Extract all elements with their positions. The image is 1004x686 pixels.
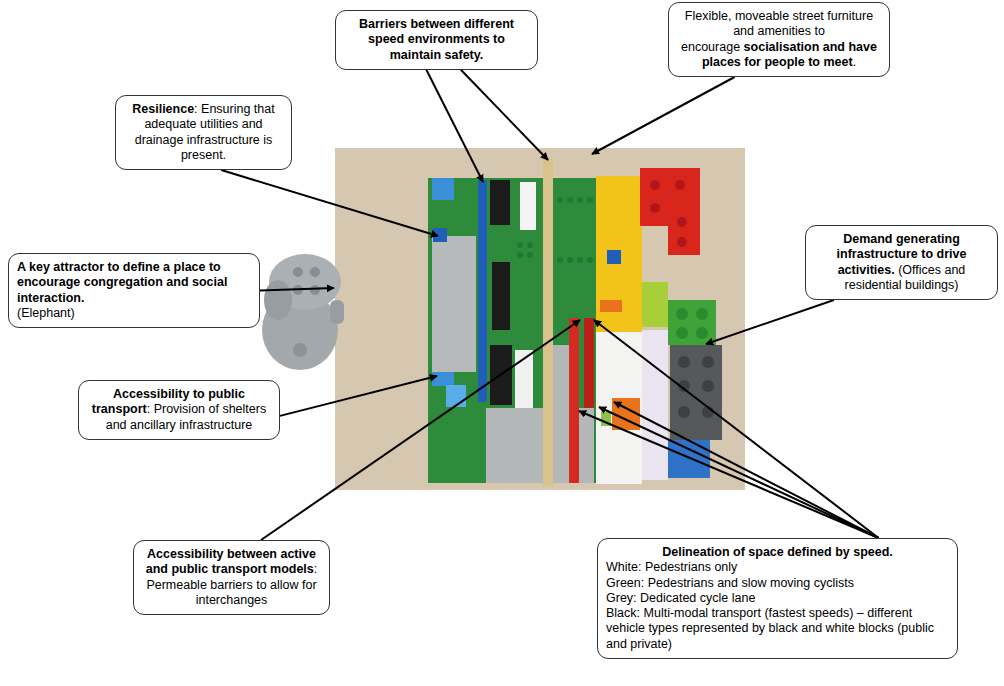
office-building: [670, 345, 722, 440]
blue-shelter: [432, 372, 454, 386]
orange-block: [600, 300, 622, 312]
red-barrier: [569, 318, 579, 483]
callout-heading: Delineation of space defined by speed.: [606, 545, 949, 560]
white-vehicle: [520, 182, 536, 230]
leader-arrow: [260, 288, 334, 291]
yellow-pavement: [596, 176, 642, 332]
grey-cycle-lane: [432, 236, 476, 372]
leader-arrow: [261, 320, 580, 540]
green-building: [668, 300, 716, 345]
callout-text: .: [853, 55, 856, 69]
callout-heading: A key attractor to define a place to enc…: [17, 260, 251, 306]
callout-text: Black: Multi-modal transport (fastest sp…: [606, 606, 949, 652]
leader-arrow: [579, 411, 879, 538]
tan-barrier: [543, 158, 553, 486]
elephant-figure: [262, 254, 344, 370]
studs: [517, 197, 593, 263]
green-baseplate: [428, 178, 600, 483]
blue-block: [432, 178, 454, 200]
clear-blocks: [642, 330, 668, 480]
attractor-callout: A key attractor to define a place to enc…: [8, 253, 260, 328]
callout-heading: Resilience: [132, 102, 194, 116]
public-transport-callout: Accessibility to public transport: Provi…: [78, 380, 280, 440]
leader-arrow: [614, 402, 879, 538]
blue-building: [666, 440, 710, 478]
leader-arrow: [592, 77, 735, 154]
leader-arrow: [706, 300, 834, 344]
blue-barrier: [478, 180, 487, 402]
studs: [650, 180, 687, 247]
leader-arrow: [426, 70, 483, 182]
street-furniture-callout: Flexible, moveable street furniture and …: [668, 2, 890, 77]
callout-text: Green: Pedestrians and slow moving cycli…: [606, 576, 949, 591]
leader-arrow: [221, 170, 438, 236]
black-vehicle: [492, 262, 510, 330]
leader-arrow: [461, 70, 548, 160]
red-barrier: [584, 318, 594, 408]
callout-heading: Accessibility between active and public …: [146, 547, 316, 576]
callout-text: White: Pedestrians only: [606, 560, 949, 575]
lime-building: [642, 282, 668, 327]
leader-arrow: [280, 376, 437, 416]
studs: [676, 308, 708, 339]
speed-delineation-callout: Delineation of space defined by speed.Wh…: [597, 538, 958, 659]
resilience-callout: Resilience: Ensuring that adequate utili…: [115, 95, 292, 170]
callout-heading: Barriers between different speed environ…: [359, 17, 514, 62]
callout-text: Grey: Dedicated cycle lane: [606, 591, 949, 606]
blue-shelter: [446, 385, 466, 407]
black-vehicle: [490, 180, 510, 225]
callout-text: (Elephant): [17, 306, 251, 321]
interchange-callout: Accessibility between active and public …: [133, 540, 330, 615]
blue-block: [607, 250, 621, 264]
leader-arrow: [594, 320, 879, 538]
red-building: [668, 205, 700, 255]
leader-arrow: [599, 407, 879, 538]
demand-callout: Demand generating infrastructure to driv…: [805, 225, 998, 300]
barriers-callout: Barriers between different speed environ…: [335, 10, 538, 70]
